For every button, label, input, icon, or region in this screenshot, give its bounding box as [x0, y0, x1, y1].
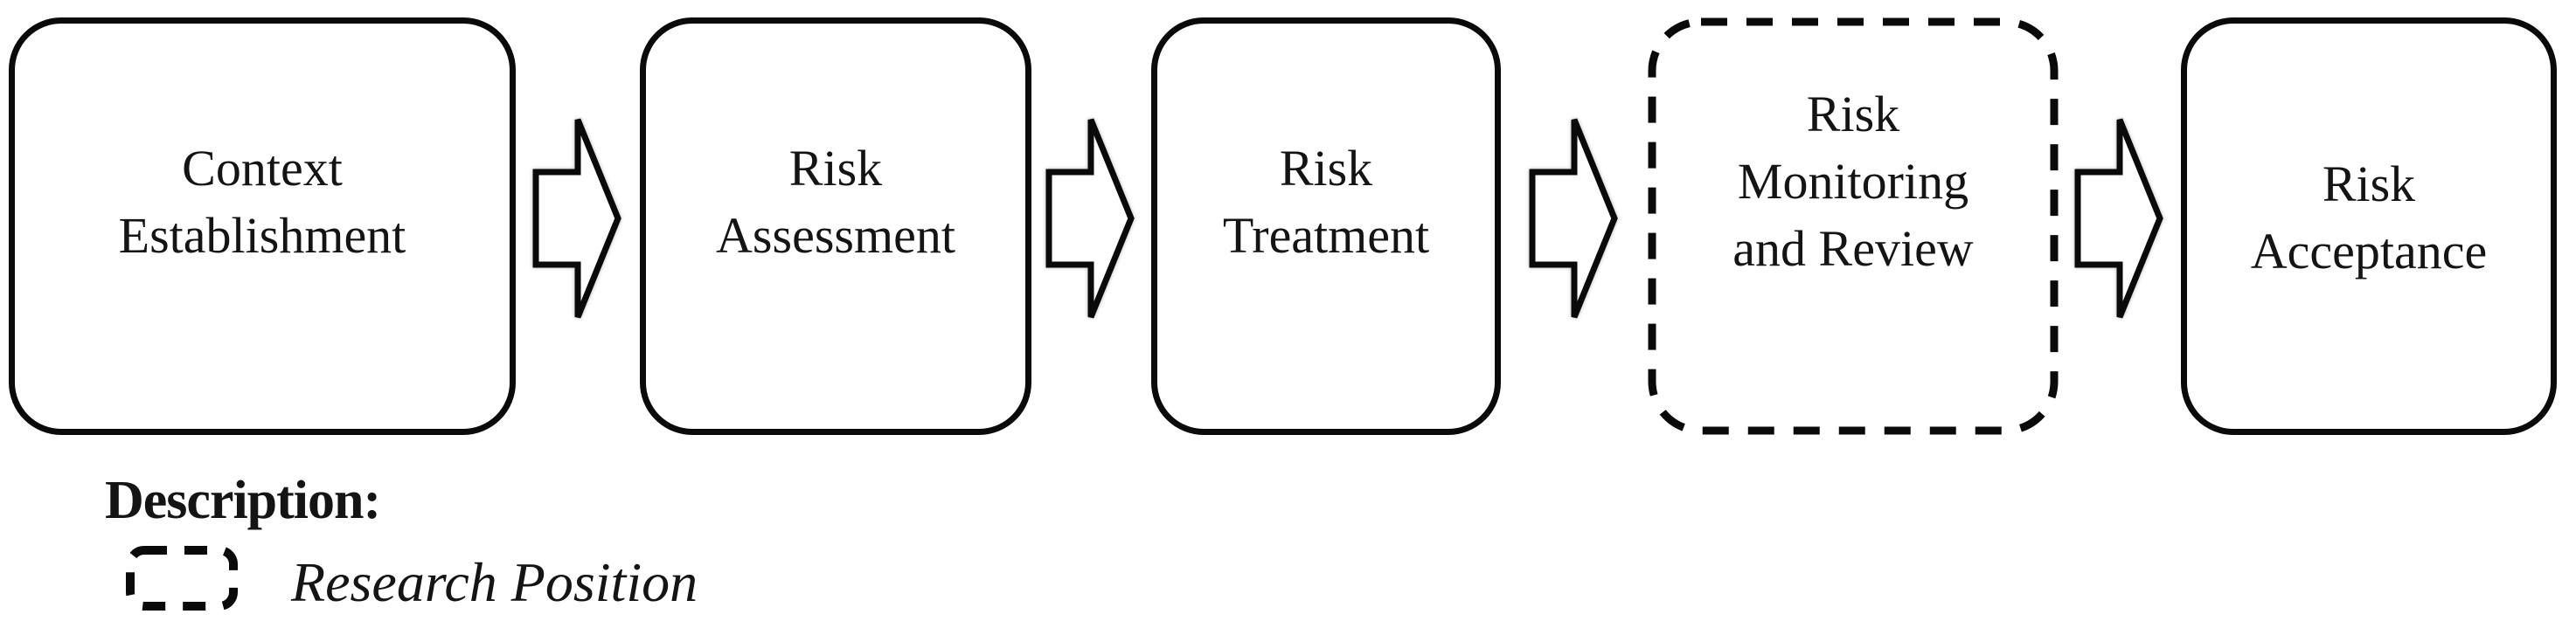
box-label: Risk Assessment — [716, 135, 955, 269]
box-label: Risk Acceptance — [2251, 150, 2487, 285]
block-arrow-icon — [532, 118, 621, 319]
box-label-line: Context — [182, 140, 343, 197]
box-label-line: Establishment — [118, 207, 406, 264]
box-label-line: Treatment — [1222, 207, 1430, 264]
box-label-line: Assessment — [716, 207, 955, 264]
box-label-line: Risk — [1279, 140, 1373, 197]
box-label-line: Risk — [788, 140, 883, 197]
flow-box-risk-assessment: Risk Assessment — [640, 17, 1031, 435]
dashed-box-icon — [126, 546, 238, 611]
box-label-line: Risk — [1806, 85, 1900, 142]
box-label-line: Risk — [2322, 155, 2416, 212]
flow-box-context-establishment: Context Establishment — [9, 17, 516, 435]
dashed-border-icon — [1648, 17, 2059, 435]
block-arrow-icon — [1529, 118, 1618, 319]
flow-box-risk-monitoring-and-review: Risk Monitoring and Review — [1648, 17, 2059, 435]
box-label: Risk Treatment — [1223, 135, 1429, 269]
legend-item-label: Research Position — [291, 551, 698, 613]
flow-box-risk-acceptance: Risk Acceptance — [2181, 17, 2557, 435]
flow-box-risk-treatment: Risk Treatment — [1151, 17, 1501, 435]
box-label: Context Establishment — [119, 135, 406, 269]
box-label: Risk Monitoring and Review — [1732, 80, 1973, 282]
box-label-line: Monitoring — [1737, 152, 1969, 210]
block-arrow-icon — [1045, 118, 1135, 319]
box-label-line: Acceptance — [2250, 223, 2488, 279]
block-arrow-icon — [2074, 118, 2163, 319]
box-label-line: and Review — [1732, 219, 1974, 277]
legend-title: Description: — [105, 471, 381, 530]
